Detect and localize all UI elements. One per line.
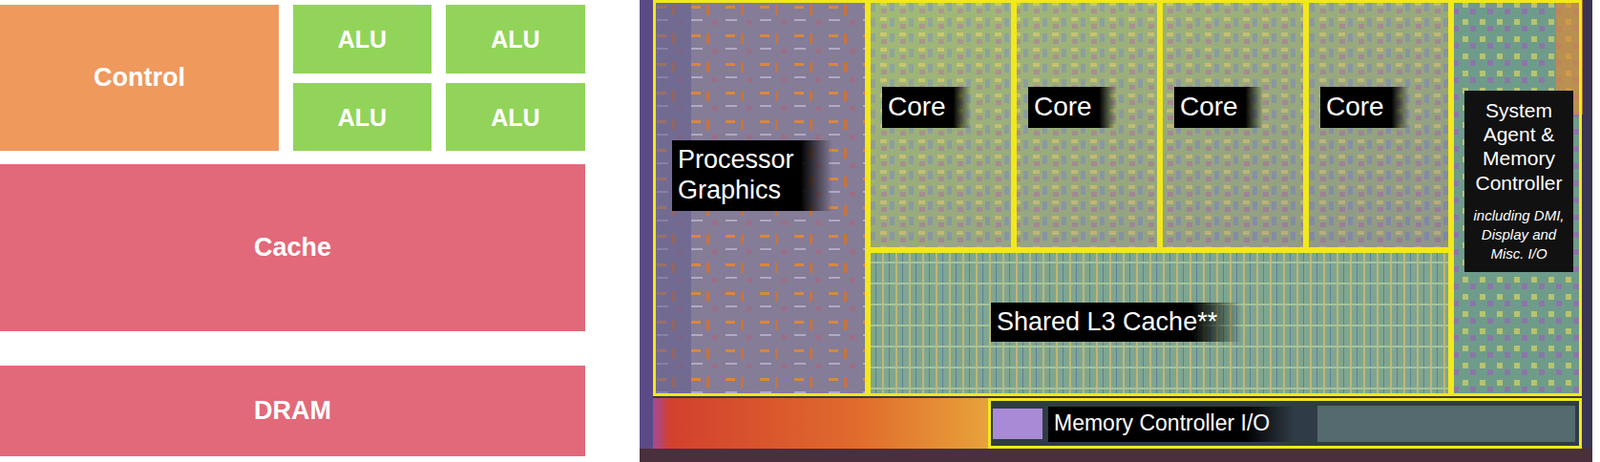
die-edge [639, 0, 653, 462]
alu-box: ALU [293, 83, 432, 151]
core-shade [867, 0, 1452, 251]
label-plate: Processor Graphics [672, 140, 833, 211]
label-plate: Core [882, 86, 971, 128]
part-label: Memory Controller I/O [1053, 410, 1270, 438]
part-label: ALU [490, 24, 540, 54]
part-label: Control [93, 62, 186, 93]
label-plate: Core [1174, 86, 1264, 128]
part-label: Cache [253, 231, 332, 263]
part-note: including DMI, Display and Misc. I/O [1468, 206, 1570, 265]
io-pads [992, 408, 1043, 440]
core-region: Core [1159, 0, 1306, 251]
part-label: System Agent & Memory Controller [1468, 98, 1570, 195]
die-base [639, 0, 1593, 462]
part-label: Core [887, 90, 947, 124]
dram-box: DRAM [0, 365, 586, 457]
alu-box: ALU [293, 4, 432, 74]
cache-region: Shared L3 Cache** [867, 250, 1452, 397]
memory-io-region: Memory Controller I/O [988, 398, 1582, 449]
graphics-area [652, 0, 868, 397]
label-plate: Shared L3 Cache** [990, 302, 1243, 342]
core-region: Core [867, 0, 1014, 251]
system-agent-region: System Agent & Memory Controller includin… [1451, 0, 1582, 397]
label-plate: Memory Controller I/O [1048, 406, 1295, 443]
label-plate: Core [1028, 86, 1117, 128]
part-label: ALU [337, 24, 387, 54]
part-label: DRAM [253, 395, 332, 426]
die-edge [639, 448, 1593, 462]
label-plate: Core [1320, 86, 1410, 128]
label-plate: System Agent & Memory Controller includin… [1464, 90, 1574, 273]
part-label: Shared L3 Cache** [996, 306, 1218, 337]
part-label: ALU [337, 103, 387, 132]
io-pads [988, 398, 1582, 449]
core-region: Core [1013, 0, 1160, 251]
system-agent-area [1451, 0, 1582, 397]
part-label: ALU [490, 103, 540, 132]
cache-box: Cache [0, 164, 586, 332]
part-label: Core [1179, 90, 1239, 124]
part-label: Core [1033, 90, 1093, 124]
alu-box: ALU [445, 83, 586, 151]
graphics-region: Processor Graphics [652, 0, 868, 397]
io-pads [1317, 405, 1576, 443]
cache-area [867, 250, 1452, 397]
core-region: Core [1305, 0, 1452, 251]
part-label: Processor Graphics [677, 144, 808, 207]
part-label: Core [1326, 90, 1385, 124]
alu-box: ALU [445, 4, 586, 74]
control-unit: Control [0, 4, 279, 151]
io-strip [652, 398, 989, 449]
